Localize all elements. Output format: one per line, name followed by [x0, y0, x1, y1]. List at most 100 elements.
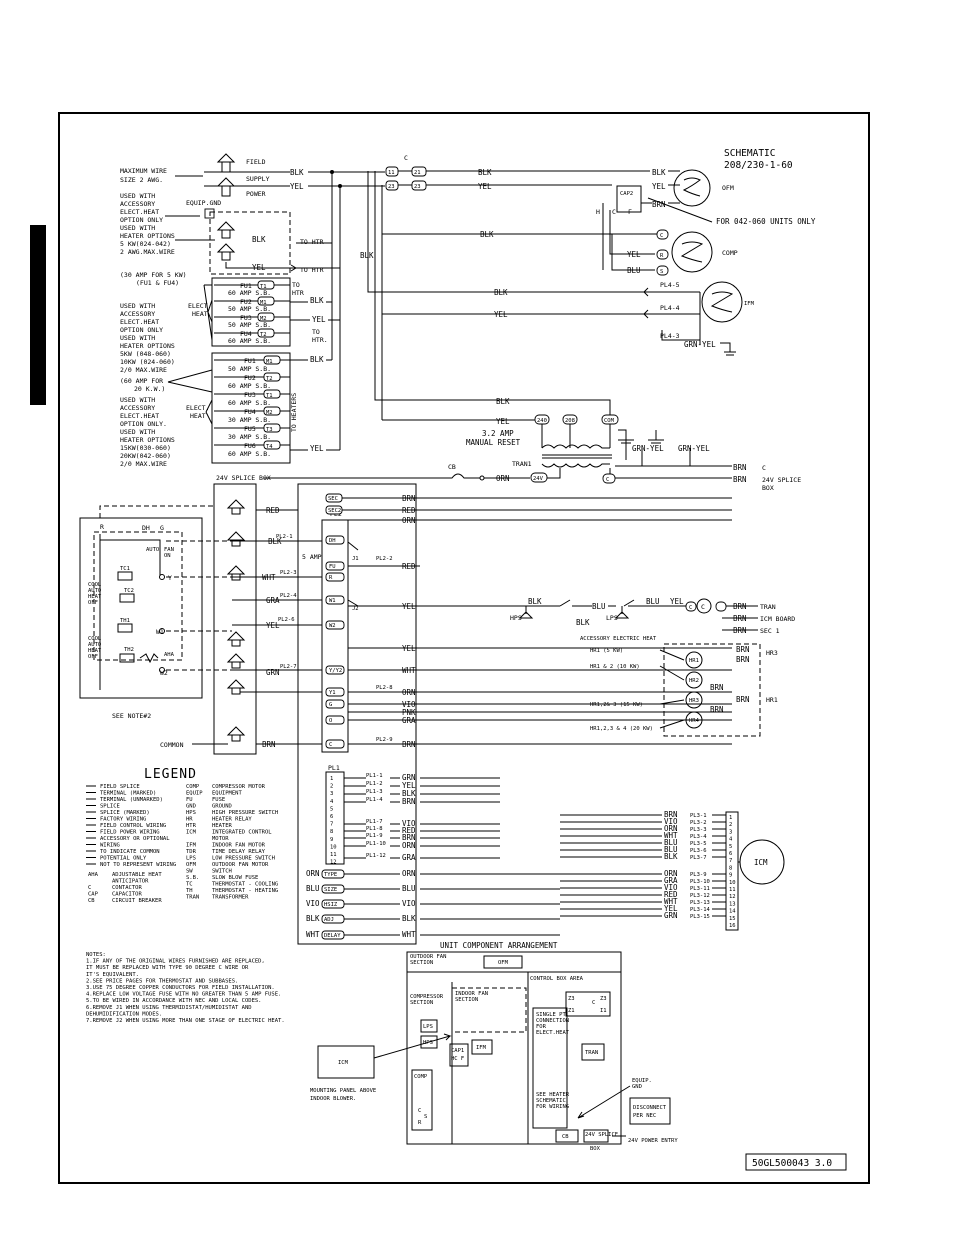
legend-abbrev-key: EQUIP	[186, 791, 203, 797]
wire-yel-label: YEL	[496, 417, 510, 426]
wire-vio-label: VIO	[402, 700, 416, 709]
svg-text:SECTION: SECTION	[410, 960, 433, 966]
used-with-1b: ACCESSORY	[120, 200, 155, 208]
thermostat-box	[79, 517, 203, 699]
pl2-wire-label: PL2-8	[376, 685, 393, 691]
legend-abbrev-value: OUTDOOR FAN MOTOR	[212, 862, 269, 868]
svg-text:Y: Y	[168, 574, 172, 582]
wire-brn-label: BRN	[733, 463, 747, 472]
wire-grn-yel-label: GRN-YEL	[678, 444, 710, 453]
single-pt-box	[532, 1007, 568, 1129]
adj-terminal-label: DELAY	[324, 933, 341, 939]
pl1-pin-number: 10	[330, 844, 337, 850]
legend-abbrev-value: HEATER	[212, 823, 233, 829]
cap1-box	[449, 1043, 469, 1067]
legend-abbrev-key: COMP	[186, 784, 200, 790]
svg-text:INDOOR FAN: INDOOR FAN	[455, 991, 488, 997]
fuse-terminal-label: T1	[266, 393, 273, 399]
legend-abbrev-value: THERMOSTAT - COOLING	[212, 882, 278, 888]
wire-grn-yel-label: GRN-YEL	[684, 340, 716, 349]
optional-power-block	[209, 211, 291, 275]
comp-box	[411, 1069, 433, 1131]
fuse-rating: 60 AMP S.B.	[228, 289, 271, 297]
pl3-wire-label: BRN	[664, 810, 678, 819]
j2-label: J2	[352, 606, 359, 612]
wire-brn-label: BRN	[736, 655, 750, 664]
legend-symbol-text: FIELD CONTROL WIRING	[100, 823, 166, 829]
svg-text:FOR WIRING: FOR WIRING	[536, 1104, 569, 1110]
tran1-label: TRAN1	[512, 460, 532, 468]
wire-gra-label: GRA	[266, 596, 280, 605]
svg-text:AHA: AHA	[164, 652, 175, 658]
svg-text:HC F: HC F	[451, 1056, 464, 1062]
wire-blk-label: BLK	[252, 235, 266, 244]
unit-outline	[406, 951, 622, 1145]
splice-box-r-1: 24V SPLICE	[762, 476, 801, 484]
pl3-pin-number: 1	[729, 815, 732, 821]
used-with-3c: ELECT.HEAT	[120, 318, 159, 326]
svg-text:SINGLE PT.: SINGLE PT.	[536, 1012, 569, 1018]
pl1-wire-label: ORN	[402, 841, 416, 850]
pl3-wire-label: BLU	[664, 838, 678, 847]
note-line: 5.TO BE WIRED IN ACCORDANCE WITH NEC AND…	[86, 998, 262, 1004]
legend-abbrev-value: HEATER RELAY	[212, 817, 252, 823]
adj-wire-label: WHT	[402, 930, 416, 939]
wire-yel-label: YEL	[266, 621, 280, 630]
pl1-pin-number: 4	[330, 799, 334, 805]
wire-gra-label: GRA	[402, 716, 416, 725]
used-with-2d: 2 AWG.MAX.WIRE	[120, 248, 175, 256]
fuse-name: FU3	[244, 391, 256, 399]
pl3-wire-label: WHT	[664, 831, 678, 840]
wire-blk-label: BLK	[496, 397, 510, 406]
contactor-coil-icon	[696, 598, 712, 614]
svg-text:CONTROL BOX AREA: CONTROL BOX AREA	[530, 976, 584, 982]
legend-abbrev-key: HR	[186, 817, 193, 823]
fuse-name: FU4	[240, 330, 252, 338]
pl2-wire-label: PL2-2	[376, 556, 393, 562]
wire-wht-label: WHT	[262, 573, 276, 582]
pl3-pin: PL3-6	[690, 848, 707, 854]
legend-abbrev-value: INTEGRATED CONTROL	[212, 830, 272, 836]
to-heaters-label: TO HEATERS	[290, 393, 298, 432]
svg-text:CAP1: CAP1	[451, 1048, 464, 1054]
power-label: POWER	[246, 190, 266, 198]
wire-brn-label: BRN	[402, 494, 416, 503]
pl1-wire-label: BLK	[402, 789, 416, 798]
legend-symbol-text: NOT TO REPRESENT WIRING	[100, 862, 176, 868]
j1-label: J1	[352, 556, 359, 562]
legend-abbrev-key: TRAN	[186, 895, 199, 901]
svg-text:C: C	[689, 605, 692, 611]
tap-208: 208	[565, 418, 575, 424]
pl3-pin-number: 3	[729, 829, 732, 835]
svg-text:SEC: SEC	[328, 496, 338, 502]
pl1-pin: PL1-7	[366, 819, 383, 825]
wire-blk-label: BLK	[528, 597, 542, 606]
svg-text:MOUNTING PANEL ABOVE: MOUNTING PANEL ABOVE	[310, 1088, 376, 1094]
pl2-wire-label: PL2-4	[280, 593, 297, 599]
adj-wire-label: BLU	[306, 884, 320, 893]
hr123-15kw-label: HR1,2& 3 (15 KW)	[590, 702, 643, 708]
legend-abbrev-value: TIME DELAY RELAY	[212, 849, 266, 855]
splice-symbols	[226, 499, 246, 742]
note-line: 2.SEE PRICE PAGES FOR THERMOSTAT AND SUB…	[86, 978, 238, 984]
wire-blk-label: BLK	[652, 168, 666, 177]
wire-blk-label: BLK	[480, 230, 494, 239]
amp32-label-2: MANUAL RESET	[466, 438, 521, 447]
adj-wire-label: BLU	[402, 884, 416, 893]
fuse-name: FU3	[240, 314, 252, 322]
pl3-pin-number: 8	[729, 865, 732, 871]
pl2-pin-label: Y/Y2	[329, 668, 342, 674]
pl1-connector	[325, 771, 345, 865]
wire-brn-label: BRN	[733, 602, 747, 611]
lps-switch-icon	[614, 606, 630, 619]
legend-abbrev-value: SLOW BLOW FUSE	[212, 875, 258, 881]
pl3-pin: PL3-11	[690, 886, 710, 892]
legend-abbrev-value: HIGH PRESSURE SWITCH	[212, 810, 278, 816]
pl3-pin: PL3-14	[690, 907, 711, 913]
pl2-wire-label: PL2-1	[276, 534, 293, 540]
pl3-pin-number: 7	[729, 858, 732, 864]
hr3-relay	[685, 691, 703, 709]
